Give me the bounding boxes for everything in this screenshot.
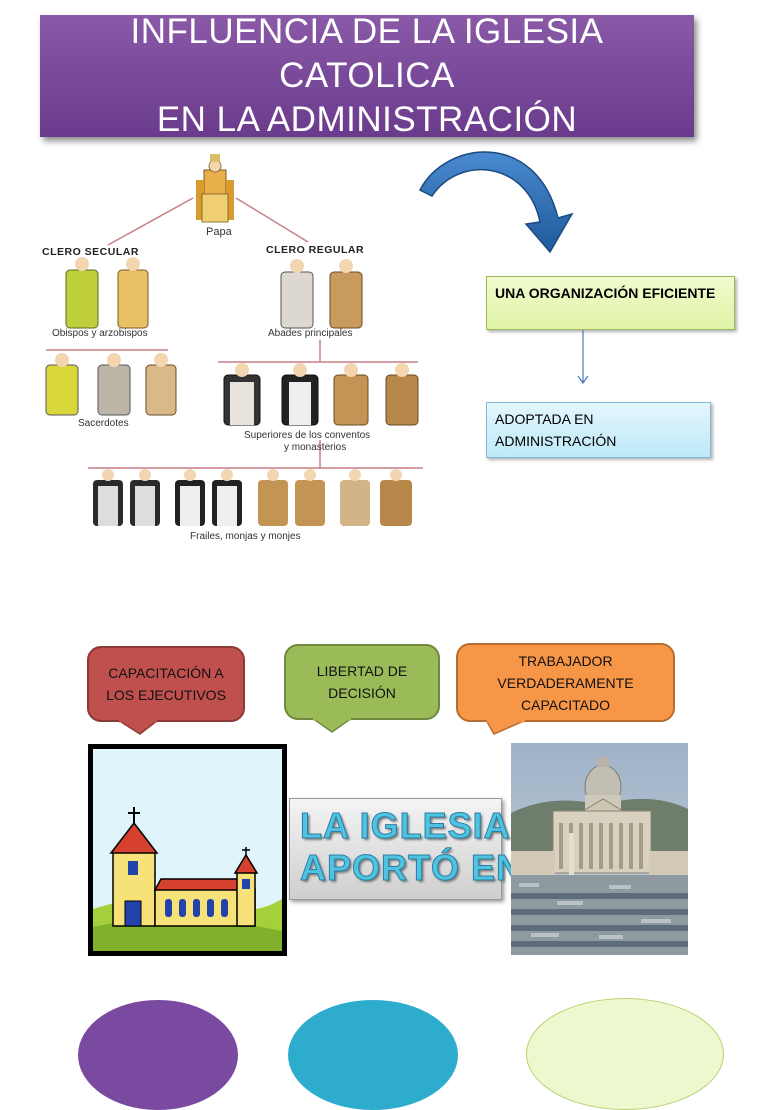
callout-libertad: LIBERTAD DE DECISIÓN [284, 644, 440, 720]
oval-green [526, 998, 724, 1110]
down-arrow-icon [577, 330, 589, 385]
abbots-figures [280, 259, 363, 329]
church-hierarchy-diagram: Papa CLERO SECULAR CLERO REGULAR Obispos… [38, 150, 428, 550]
label-clero-secular: CLERO SECULAR [42, 246, 139, 258]
label-obispos: Obispos y arzobispos [52, 328, 148, 339]
callout-capacitacion-tail [118, 720, 158, 735]
administration-box: ADOPTADA EN ADMINISTRACIÓN [486, 402, 711, 458]
church-clipart [88, 744, 287, 956]
church-icon [93, 749, 282, 951]
curved-arrow-icon [418, 151, 574, 254]
label-superiores-2: y monasterios [284, 442, 347, 453]
vatican-photo [511, 743, 688, 955]
oval-blue [288, 1000, 458, 1110]
label-superiores-1: Superiores de los conventos [244, 430, 371, 441]
organization-box: UNA ORGANIZACIÓN EFICIENTE [486, 276, 735, 330]
priests-figures [45, 353, 177, 416]
callout-trabajador-tail [486, 720, 526, 735]
pope-figure [196, 154, 234, 223]
callout-libertad-text: LIBERTAD DE DECISIÓN [316, 663, 408, 701]
page-title: INFLUENCIA DE LA IGLESIA CATOLICA EN LA … [40, 12, 694, 139]
friars-monks-nuns-figures [93, 469, 412, 526]
label-frailes: Frailes, monjas y monjes [190, 531, 301, 542]
title-line-2: EN LA ADMINISTRACIÓN [156, 100, 578, 139]
aporto-line-1: LA IGLESIA [300, 805, 511, 847]
callout-capacitacion: CAPACITACIÓN A LOS EJECUTIVOS [87, 646, 245, 722]
callout-trabajador: TRABAJADOR VERDADERAMENTE CAPACITADO [456, 643, 675, 722]
bishops-figures [65, 257, 149, 329]
label-papa: Papa [206, 226, 232, 238]
aporto-line-2: APORTÓ EN: [300, 847, 537, 889]
oval-purple [78, 1000, 238, 1110]
hierarchy-connectors [45, 154, 423, 526]
callout-capacitacion-text: CAPACITACIÓN A LOS EJECUTIVOS [106, 665, 226, 703]
label-abades: Abades principales [268, 328, 353, 339]
label-clero-regular: CLERO REGULAR [266, 244, 365, 256]
callout-trabajador-text: TRABAJADOR VERDADERAMENTE CAPACITADO [497, 652, 634, 713]
label-sacerdotes: Sacerdotes [78, 418, 129, 429]
title-line-1: INFLUENCIA DE LA IGLESIA CATOLICA [130, 12, 604, 95]
superiors-figures [223, 363, 419, 426]
callout-libertad-tail [312, 718, 352, 733]
aporto-box: LA IGLESIA APORTÓ EN: [289, 798, 537, 900]
st-peters-basilica-image [511, 743, 688, 955]
